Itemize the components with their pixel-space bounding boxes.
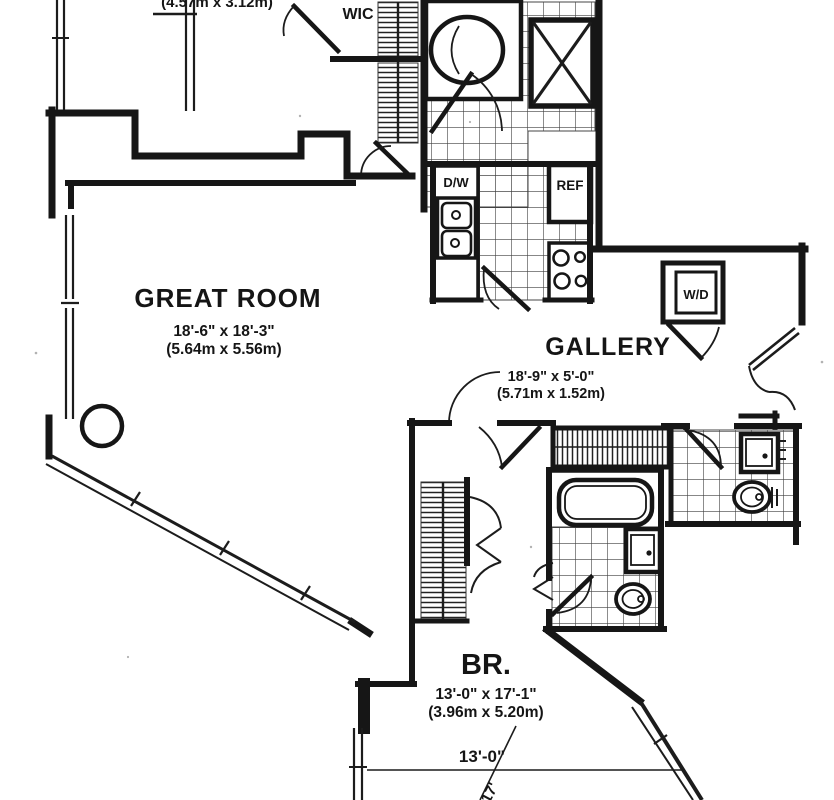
bath-top-door-arc xyxy=(470,73,503,132)
toilet-1 xyxy=(614,582,652,616)
great-room-dim-imperial: 18'-6" x 18'-3" xyxy=(173,323,274,340)
master-bath-door-leaf xyxy=(549,573,595,618)
wall-sink-1-basin xyxy=(630,534,655,566)
kitchen-sink-drain-2 xyxy=(450,238,460,248)
wall-angle-cap xyxy=(347,617,374,638)
bedroom-door-arc-2 xyxy=(478,426,503,468)
gallery-dim-metric: (5.71m x 1.52m) xyxy=(497,386,605,402)
gallery-dim-imperial: 18'-9" x 5'-0" xyxy=(508,369,595,385)
wall-kitchen xyxy=(427,161,596,304)
burner-3 xyxy=(553,272,571,290)
upper-room-dimension-partial: (4.57m x 3.12m) xyxy=(161,0,273,11)
washer-dryer-box xyxy=(674,270,718,315)
gallery-label: GALLERY xyxy=(545,333,671,361)
shower-x-mark xyxy=(531,21,593,105)
wic-door-leaf xyxy=(290,2,342,55)
foyer-door-arc xyxy=(360,145,392,177)
second-bath-door-arc xyxy=(687,429,722,468)
refrigerator-label: REF xyxy=(557,178,584,193)
bottom-width-dimension: 13'-0" xyxy=(459,747,505,766)
round-column xyxy=(79,403,125,449)
kitchen-sink-drain-1 xyxy=(451,210,461,220)
kitchen-sink-basin-2 xyxy=(440,229,473,258)
bath-top-door-leaf xyxy=(428,70,475,135)
dishwasher-label: D/W xyxy=(443,175,469,190)
closet-shelving xyxy=(377,1,673,621)
oval-sink-detail xyxy=(450,25,460,75)
window-angled-inner xyxy=(45,463,350,631)
walls xyxy=(45,0,809,734)
kitchen-sink-basin-1 xyxy=(440,201,473,230)
window-upper-partition xyxy=(184,0,196,111)
wall-sink-2-mount xyxy=(780,440,786,460)
entry-door-arc xyxy=(748,365,796,411)
window-se-inner xyxy=(631,706,694,800)
bedroom-label: BR. xyxy=(461,649,511,681)
burner-4 xyxy=(574,274,588,288)
kitchen-door-leaf xyxy=(480,264,532,313)
window-bedroom-west xyxy=(352,728,364,800)
scan-speckles xyxy=(34,114,824,659)
window-se-outer xyxy=(638,699,704,800)
toilet-2 xyxy=(732,480,772,514)
wall-bedroom-west xyxy=(355,418,417,687)
window-walls xyxy=(45,0,704,800)
wall-sink-2-basin xyxy=(745,438,773,467)
bathtub-inner xyxy=(564,485,647,520)
great-room-label: GREAT ROOM xyxy=(134,283,321,313)
wall-great-room-north xyxy=(65,180,356,209)
burner-2 xyxy=(574,250,587,263)
bedroom-door-leaf xyxy=(498,424,543,471)
window-se-mullion xyxy=(653,734,668,745)
dimension-leader-diagonal xyxy=(479,725,517,800)
entry-door-leaf xyxy=(748,326,800,372)
diagonal-dimension-partial: 17' xyxy=(478,780,503,800)
master-bath-door-arc xyxy=(556,576,592,614)
closet-bifold-doors xyxy=(469,496,502,594)
toilet-2-flush xyxy=(755,493,763,501)
wall-se-diagonal xyxy=(542,625,645,706)
labels: (4.57m x 3.12m) WIC GREAT ROOM 18'-6" x … xyxy=(134,0,708,800)
wall-master-bath-right-bottom xyxy=(543,467,667,632)
wic-door-arc xyxy=(282,5,295,37)
wic-label: WIC xyxy=(342,6,374,23)
dimension-lines xyxy=(367,725,682,800)
window-angled-outer xyxy=(51,454,356,624)
window-great-room-west xyxy=(64,215,75,419)
window-upper-left xyxy=(55,0,66,110)
toilet-2-bowl xyxy=(740,486,764,508)
bedroom-dim-metric: (3.96m x 5.20m) xyxy=(428,704,543,721)
bedroom-dim-imperial: 13'-0" x 17'-1" xyxy=(435,686,536,703)
burner-1 xyxy=(552,249,570,267)
second-bath-door-leaf xyxy=(682,425,725,471)
wd-closet-door-leaf xyxy=(665,321,705,362)
toilet-1-flush xyxy=(637,595,645,603)
wall-sink-1-drain xyxy=(646,550,652,556)
oval-sink xyxy=(428,14,506,86)
wall-upper-step xyxy=(45,109,416,180)
refrigerator-box xyxy=(546,162,594,225)
wall-second-bath xyxy=(661,423,802,545)
bedroom-door-arc xyxy=(448,371,501,424)
wall-sink-2-drain xyxy=(762,453,768,459)
toilet-2-tank xyxy=(771,487,778,508)
washer-dryer-label: W/D xyxy=(683,287,708,302)
great-room-dim-metric: (5.64m x 5.56m) xyxy=(166,341,281,358)
bathtub xyxy=(556,477,655,528)
doors xyxy=(282,2,800,618)
window-angled-mullions xyxy=(130,491,311,601)
wall-east-perimeter xyxy=(591,0,809,326)
kitchen-door-arc xyxy=(482,267,500,310)
wd-closet-door-arc xyxy=(700,326,720,359)
